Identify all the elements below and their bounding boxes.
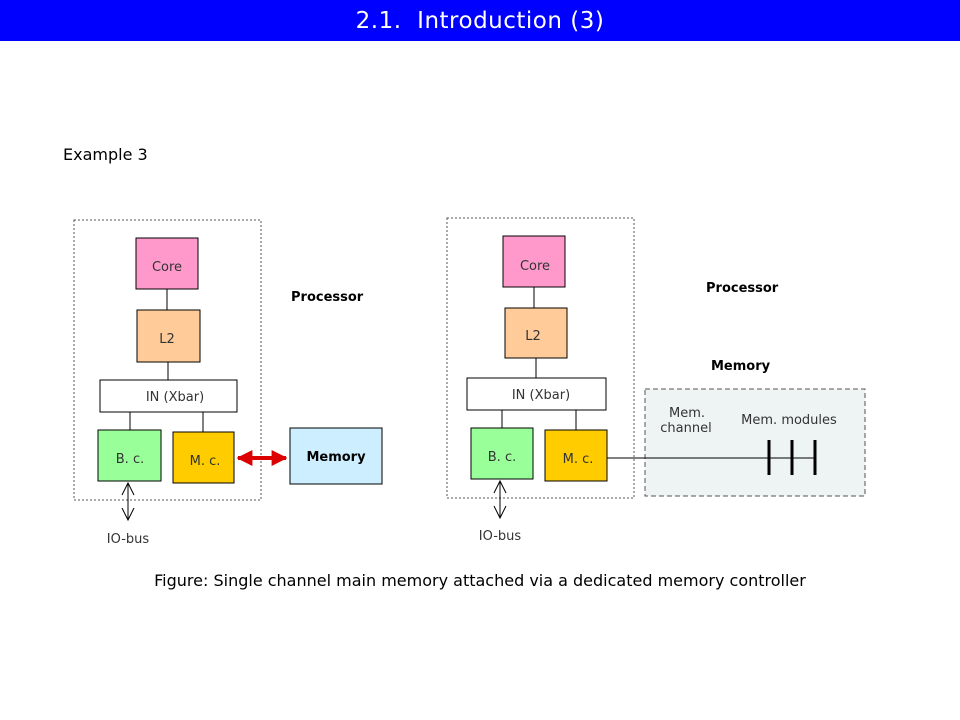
left-processor-label: Processor [291,290,364,305]
title-bar: 2.1. Introduction (3) [0,0,960,41]
right-bus-controller-box [470,427,534,480]
left-io-bus-arrow-bottom [121,507,135,522]
left-l2-label: L2 [159,332,175,347]
right-bus-controller-label: B. c. [488,450,516,465]
right-memory-label: Memory [711,359,771,374]
right-core-box [502,235,566,288]
left-core-box [135,237,199,290]
right-memory-controller-box [544,429,608,482]
right-mem-channel-label-line2: channel [660,421,711,436]
left-bus-controller-box [97,429,162,482]
left-memory-controller-label: M. c. [190,454,221,469]
figure-caption: Figure: Single channel main memory attac… [154,571,806,590]
right-io-bus-arrow-top [493,479,507,494]
right-memory-controller-label: M. c. [563,452,594,467]
left-memory-box [289,427,383,485]
left-interconnect-label: IN (Xbar) [146,390,204,405]
right-l2-label: L2 [525,329,541,344]
right-io-bus-arrow-bottom [493,505,507,520]
right-mem-modules-label: Mem. modules [741,413,837,428]
left-io-bus-arrow-top [121,481,135,496]
right-io-bus-label: IO-bus [479,529,522,544]
right-memory-area [644,388,866,497]
left-diagram: Core L2 IN (Xbar) B. c. M. c. Memory Pro… [73,219,383,547]
right-core-label: Core [520,259,550,274]
right-mem-channel-label-line1: Mem. [669,406,705,421]
left-io-bus-label: IO-bus [107,532,150,547]
right-processor-boundary [446,217,635,499]
left-processor-boundary [73,219,262,501]
left-memory-label: Memory [306,450,366,465]
left-l2-box [136,309,201,363]
right-interconnect-label: IN (Xbar) [512,388,570,403]
left-interconnect-box [99,379,238,413]
slide-title: 2.1. Introduction (3) [355,7,605,34]
example-label: Example 3 [63,145,148,164]
right-interconnect-box [466,377,607,411]
left-bus-controller-label: B. c. [116,452,144,467]
left-memory-controller-box [172,431,235,484]
left-core-label: Core [152,260,182,275]
right-diagram: Core L2 IN (Xbar) B. c. M. c. Mem. chann… [446,217,866,544]
right-processor-label: Processor [706,281,779,296]
right-l2-box [504,307,568,359]
